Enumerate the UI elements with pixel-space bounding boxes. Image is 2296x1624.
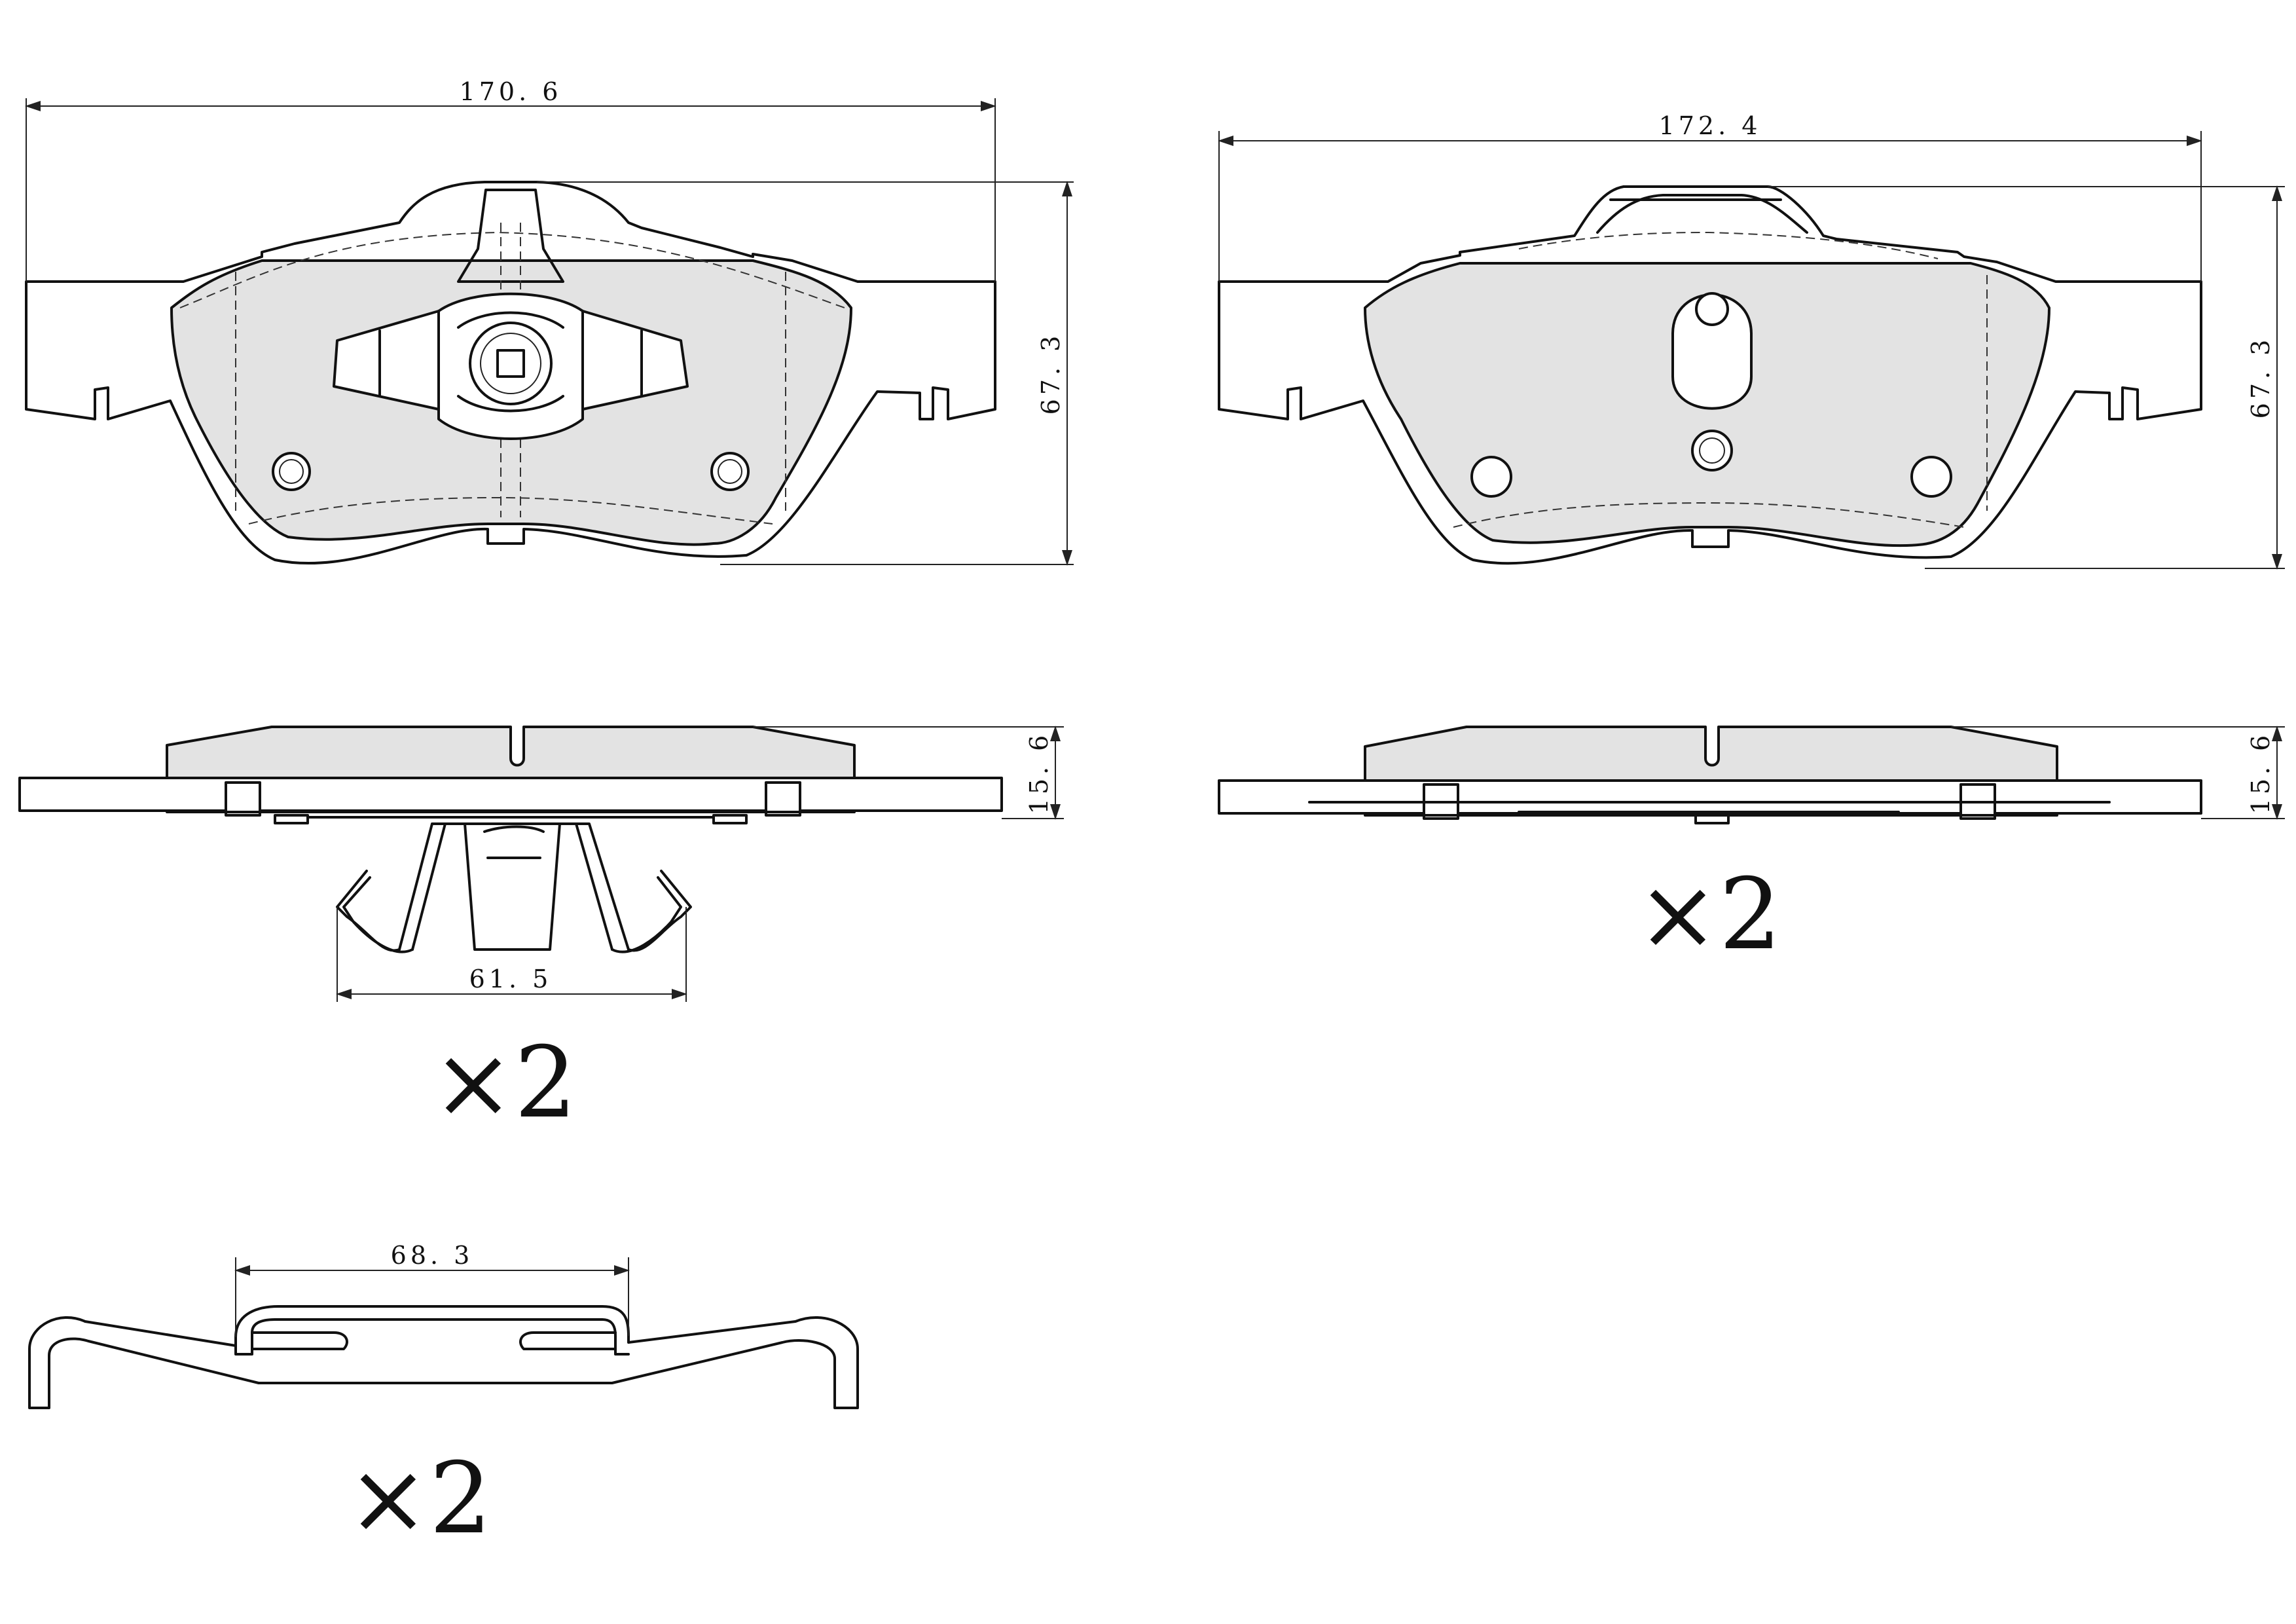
dimension-outer-height: 67. 3 <box>537 181 1074 566</box>
spring-clip-view <box>28 1305 859 1409</box>
dim-label-inner-height: 67. 3 <box>2246 336 2275 419</box>
outer-pad-side-view <box>18 726 1003 953</box>
dim-label-outer-width: 170. 6 <box>460 77 562 106</box>
outer-side-clip <box>398 822 630 951</box>
spring-clip-body <box>28 1305 859 1409</box>
dim-label-inner-width: 172. 4 <box>1659 111 1762 140</box>
outer-side-backing-plate <box>18 777 1003 812</box>
inner-pad-side-view <box>1218 726 2202 824</box>
dimension-outer-thickness: 15. 6 <box>753 726 1064 820</box>
inner-wear-slot <box>1671 293 1753 410</box>
outer-pad-front-view <box>25 181 996 565</box>
inner-rivet-left <box>1470 456 1512 498</box>
quantity-spring: ×2 <box>347 1442 492 1556</box>
inner-side-backing-plate <box>1218 779 2202 815</box>
dim-label-clip-width: 61. 5 <box>469 965 553 993</box>
dim-label-outer-height: 67. 3 <box>1036 332 1065 415</box>
inner-pad-front-view <box>1218 185 2202 565</box>
inner-rivet-right <box>1910 456 1952 498</box>
quantity-outer-clip: ×2 <box>432 1026 577 1140</box>
dimension-outer-width: 170. 6 <box>25 77 996 282</box>
dimension-spring-width: 68. 3 <box>234 1241 630 1337</box>
dimension-inner-thickness: 15. 6 <box>1951 726 2285 820</box>
outer-rivet-right <box>710 452 750 491</box>
dimension-inner-width: 172. 4 <box>1218 111 2202 282</box>
dim-label-spring-width: 68. 3 <box>391 1241 474 1270</box>
dim-label-inner-thickness: 15. 6 <box>2246 731 2275 815</box>
outer-rivet-left <box>272 452 311 491</box>
quantity-inner-pad: ×2 <box>1637 858 1781 972</box>
dimension-clip-width: 61. 5 <box>336 907 687 1002</box>
dim-label-outer-thickness: 15. 6 <box>1025 731 1053 815</box>
dimension-inner-height: 67. 3 <box>1768 185 2285 570</box>
